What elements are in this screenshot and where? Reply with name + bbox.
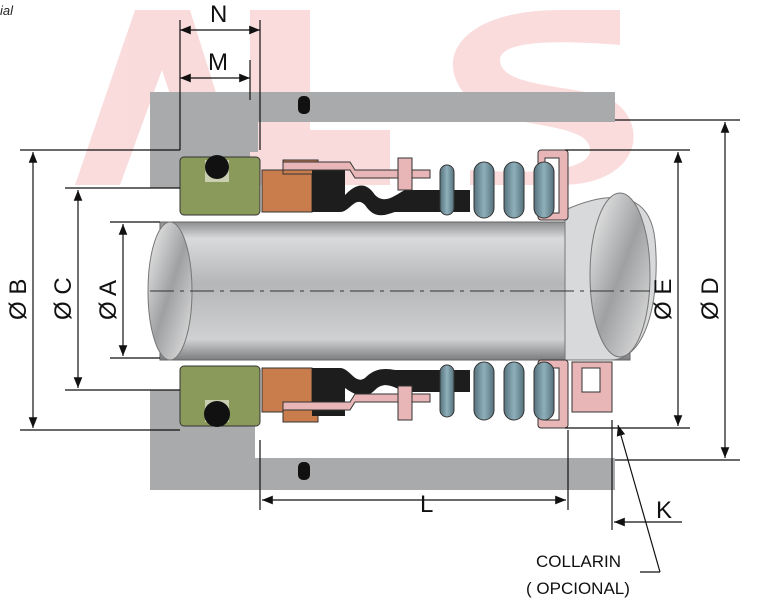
dim-label-m: M	[208, 49, 228, 76]
stationary-seat-top	[179, 155, 261, 216]
housing-oring-top	[298, 96, 310, 114]
optional-collar	[571, 361, 613, 413]
dim-label-b: Ø B	[5, 279, 32, 320]
callout-collarin: COLLARIN	[536, 552, 621, 571]
dim-label-n: N	[210, 1, 227, 28]
callout-opcional: ( OPCIONAL)	[526, 579, 630, 598]
dim-label-a: Ø A	[95, 280, 122, 320]
rotating-face-bottom	[261, 367, 319, 423]
shaft	[147, 192, 657, 361]
spring-bottom	[439, 361, 555, 421]
dim-label-l: L	[420, 491, 433, 518]
dim-label-d: Ø D	[697, 277, 724, 320]
housing-oring-bottom	[298, 462, 310, 480]
bellows-bottom	[312, 368, 470, 416]
spring-top	[439, 161, 555, 219]
dimension-lines	[20, 20, 740, 573]
dim-label-c: Ø C	[50, 277, 77, 320]
corner-text: ial	[0, 3, 14, 18]
rotating-face-top	[261, 159, 319, 213]
dim-label-k: K	[656, 497, 672, 524]
dim-label-e: Ø E	[650, 279, 677, 320]
bellows-top	[312, 165, 470, 216]
stationary-seat-bottom	[179, 365, 261, 427]
